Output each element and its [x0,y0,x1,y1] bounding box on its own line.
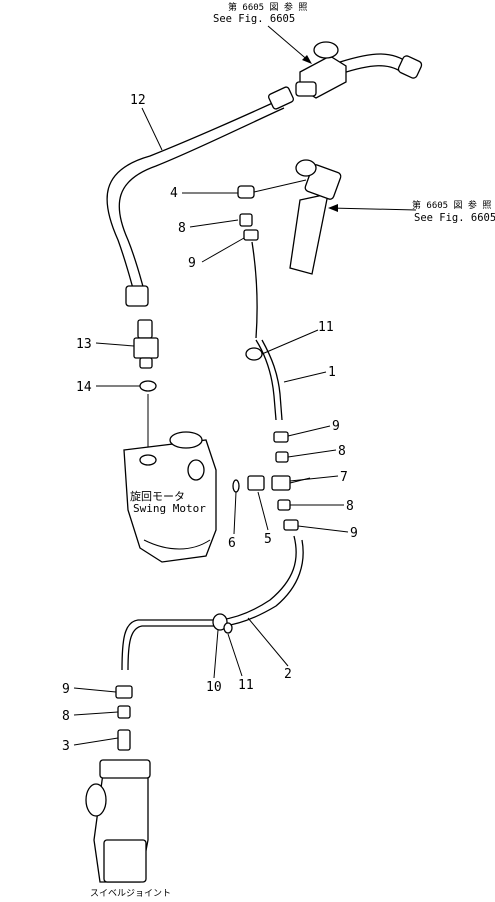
part-8-right-upper [275,451,289,463]
swivel-joint-label: スイベルジョイント [90,889,171,899]
part-7-tee [271,475,291,491]
callout-6: 6 [228,536,236,551]
part-8-lower [117,705,131,719]
part-5-connector [247,475,265,491]
part-9-right-lower [283,519,299,531]
swivel-joint: スイベルジョイント [85,759,171,899]
swing-motor-label-jp: 旋回モータ [130,489,185,503]
callout-11: 11 [318,320,334,335]
callout-9: 9 [350,526,358,541]
callout-7: 7 [340,470,348,485]
tee-block-top [295,41,423,99]
callout-leaders [73,107,349,746]
callout-2: 2 [284,667,292,682]
clamp-11-upper [245,347,263,361]
callout-14: 14 [76,380,92,395]
part-9-upper [243,229,259,241]
part-6-oring [232,479,240,493]
callout-8: 8 [338,444,346,459]
callout-4: 4 [170,186,178,201]
callout-8: 8 [62,709,70,724]
part-3-connector [117,729,131,751]
swing-motor: 旋回モータ Swing Motor [123,431,217,563]
reference-right-jp: 第 6605 図 参 照 [412,199,491,211]
reference-top-en: See Fig. 6605 [213,13,295,25]
part-9-right-upper [273,431,289,443]
callout-1: 1 [328,365,336,380]
callout-9: 9 [332,419,340,434]
pipe-2 [121,535,304,671]
callout-11: 11 [238,678,254,693]
callout-5: 5 [264,532,272,547]
swing-motor-label-en: Swing Motor [133,502,206,515]
pipe-1 [245,241,283,421]
reference-top-jp: 第 6605 図 参 照 [228,1,307,13]
callout-3: 3 [62,739,70,754]
right-hose-assembly [289,159,417,275]
callout-9: 9 [188,256,196,271]
hose-12 [106,86,295,307]
part-8-right-lower [277,499,291,511]
reference-right-en: See Fig. 6605 [414,212,495,224]
pipe-end-fitting [397,55,423,79]
callout-10: 10 [206,680,222,695]
reference-right: 第 6605 図 参 照 See Fig. 6605 [412,199,495,224]
callout-13: 13 [76,337,92,352]
callout-numbers: 12 4 8 9 11 1 13 14 9 8 7 8 9 6 5 2 10 1… [62,93,358,754]
callout-9: 9 [62,682,70,697]
hose-12-bottom-fitting [125,285,149,307]
part-14-oring [139,380,157,392]
reference-top-arrow [267,25,311,63]
right-hose [289,193,329,275]
reference-right-arrow [329,207,417,211]
callout-8: 8 [346,499,354,514]
callout-8: 8 [178,221,186,236]
pipe-top-right [339,53,411,65]
part-10-clamp [212,613,228,631]
reference-top-arrowhead [302,55,312,64]
part-9-lower [115,685,133,699]
callout-12: 12 [130,93,146,108]
hose-12-top-fitting [267,86,295,110]
reference-top: 第 6605 図 参 照 See Fig. 6605 [213,1,312,64]
part-4-elbow [237,179,307,199]
part-8-upper [239,213,253,227]
clamp-11-lower [223,622,233,634]
part-13-fitting [133,319,159,369]
